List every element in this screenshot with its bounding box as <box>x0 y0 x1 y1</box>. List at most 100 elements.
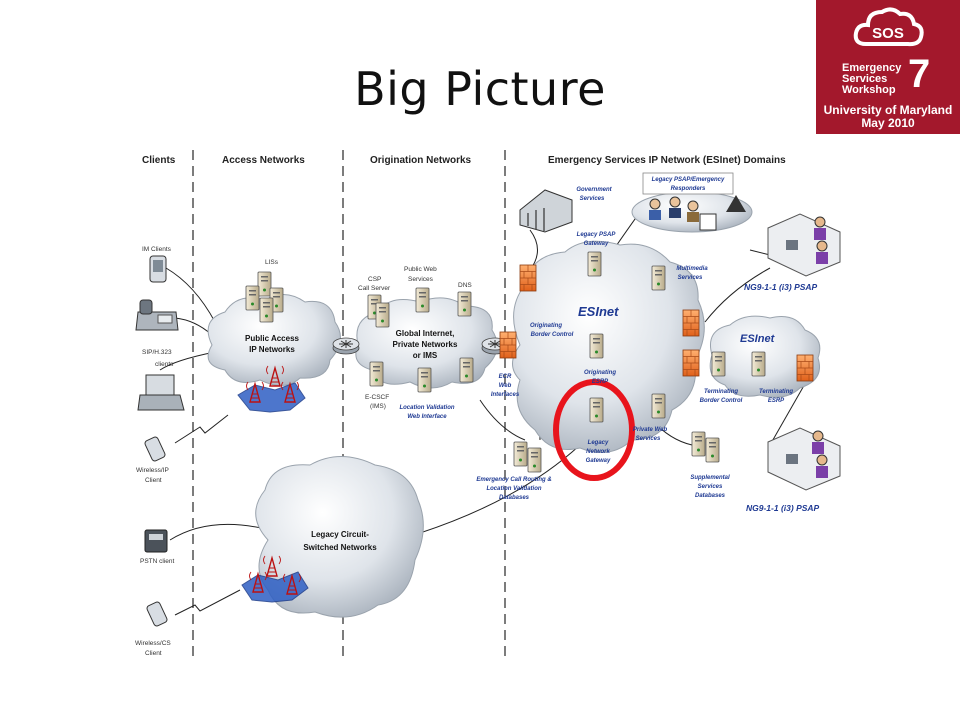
wireless-ip-phone-device <box>144 436 166 462</box>
link-line <box>479 399 526 441</box>
label-terminating-border: Terminating <box>704 389 738 395</box>
label-legacy-cloud: Switched Networks <box>303 543 377 552</box>
label-ecscf: E-CSCF <box>365 394 389 401</box>
firewall-icon <box>519 264 537 292</box>
label-originating-esrp: ESRP <box>592 379 609 385</box>
label-legacy-psap-gateway: Legacy PSAP <box>577 232 617 238</box>
label-wireless-ip: Client <box>145 477 162 484</box>
label-terminating-esrp: ESRP <box>768 398 785 404</box>
label-multimedia-services: Services <box>678 275 703 281</box>
label-csp: CSP <box>368 276 381 283</box>
responders-icon <box>649 195 746 231</box>
label-ecscf: (IMS) <box>370 403 386 410</box>
logo-university: University of Maryland May 2010 <box>816 104 960 130</box>
link-line <box>749 249 771 256</box>
private-web-server <box>651 393 666 419</box>
ecscf-server <box>369 361 384 387</box>
label-dns: DNS <box>458 282 472 289</box>
label-private-web: Private Web <box>633 427 668 433</box>
label-legacy-network-gateway: Legacy <box>588 440 609 446</box>
label-ecr-databases: Databases <box>499 495 530 501</box>
label-sip-clients: clients <box>155 361 174 368</box>
label-wireless-cs: Client <box>145 650 162 657</box>
label-csp: Call Server <box>358 285 391 292</box>
label-global-internet-cloud: or IMS <box>413 351 438 360</box>
label-location-validation: Web Interface <box>407 414 447 420</box>
legacy-psap-callout: Legacy PSAP/Emergency Responders <box>642 172 734 195</box>
label-global-internet-cloud: Private Networks <box>393 340 458 349</box>
label-originating-esrp: Originating <box>584 370 616 376</box>
legacy-tower-cluster <box>241 555 309 603</box>
label-ng911-psap-top: NG9-1-1 (i3) PSAP <box>744 282 818 292</box>
link-line <box>704 267 771 323</box>
multimedia-server <box>651 265 666 291</box>
label-multimedia-services: Multimedia <box>676 266 708 272</box>
firewall-icon <box>682 309 700 337</box>
access-tower-cluster <box>237 365 306 413</box>
ecr-web-server <box>459 357 474 383</box>
logo-line: University of Maryland <box>823 103 953 117</box>
slide-title: Big Picture <box>354 62 606 116</box>
label-terminating-border: Border Control <box>700 398 743 404</box>
header-esinet-domains: Emergency Services IP Network (ESInet) D… <box>548 155 786 166</box>
workshop-logo: SOS Emergency Services Workshop 7 Univer… <box>816 0 960 134</box>
label-global-internet-cloud: Global Internet, <box>396 329 455 338</box>
label-government-services: Services <box>580 196 605 202</box>
logo-line: Emergency <box>842 62 902 74</box>
legacy-network-gateway-server <box>589 397 604 423</box>
label-supplemental-databases: Supplemental <box>690 475 730 481</box>
originating-esrp-server <box>589 333 604 359</box>
label-esinet-terminating: ESInet <box>740 333 776 345</box>
label-supplemental-databases: Services <box>698 484 723 490</box>
label-ecr-databases: Emergency Call Routing & <box>476 477 551 483</box>
label-ecr-web: ECR <box>499 374 512 380</box>
highlight-circle <box>553 379 635 481</box>
link-line <box>165 267 216 323</box>
sos-badge-text: SOS <box>872 25 904 42</box>
wireless-cs-phone-device <box>146 601 168 627</box>
connection-lines <box>159 211 811 616</box>
label-legacy-cloud: Legacy Circuit- <box>311 530 369 539</box>
pstn-phone-device <box>144 529 168 553</box>
firewall-icon <box>796 354 814 382</box>
terminating-border-server <box>711 351 726 377</box>
label-ecr-databases: Location Validation <box>486 486 541 492</box>
im-client-device <box>149 255 167 283</box>
label-terminating-esrp: Terminating <box>759 389 793 395</box>
label-originating-border: Originating <box>530 323 562 329</box>
label-public-access-cloud: IP Networks <box>249 345 295 354</box>
terminating-esrp-server <box>751 351 766 377</box>
label-legacy-psap: Legacy PSAP/Emergency <box>652 177 725 183</box>
label-public-web: Public Web <box>404 266 437 273</box>
ng911-psap-desk-bottom <box>767 427 841 491</box>
label-ecr-web: Interfaces <box>491 392 520 398</box>
label-sip-clients: SIP/H.323 <box>142 349 172 356</box>
header-origination-networks: Origination Networks <box>370 155 472 166</box>
government-building-icon <box>519 189 573 233</box>
label-im-clients: IM Clients <box>142 246 172 253</box>
supplemental-database-servers <box>691 431 720 463</box>
sos-cloud-icon: SOS <box>853 7 924 47</box>
logo-number: 7 <box>908 52 931 96</box>
label-ng911-psap-bottom: NG9-1-1 (i3) PSAP <box>746 503 820 513</box>
label-wireless-cs: Wireless/CS <box>135 640 171 647</box>
label-lis: LISs <box>265 259 279 266</box>
link-line <box>174 589 241 616</box>
label-pstn-client: PSTN client <box>140 558 175 565</box>
label-location-validation: Location Validation <box>399 405 454 411</box>
label-legacy-network-gateway: Gateway <box>586 458 611 464</box>
label-public-access-cloud: Public Access <box>245 334 300 343</box>
firewall-icon <box>682 349 700 377</box>
label-ecr-web: Web <box>499 383 512 389</box>
ng911-psap-desk-top <box>767 213 841 277</box>
header-clients: Clients <box>142 155 176 166</box>
firewall-icon <box>499 331 517 359</box>
link-line <box>174 414 229 444</box>
location-validation-server <box>417 367 432 393</box>
ecr-database-servers <box>513 441 542 473</box>
logo-line: Services <box>842 73 888 85</box>
legacy-psap-gateway-server <box>587 251 602 277</box>
label-esinet: ESInet <box>578 304 619 319</box>
label-legacy-psap: Responders <box>671 186 706 192</box>
